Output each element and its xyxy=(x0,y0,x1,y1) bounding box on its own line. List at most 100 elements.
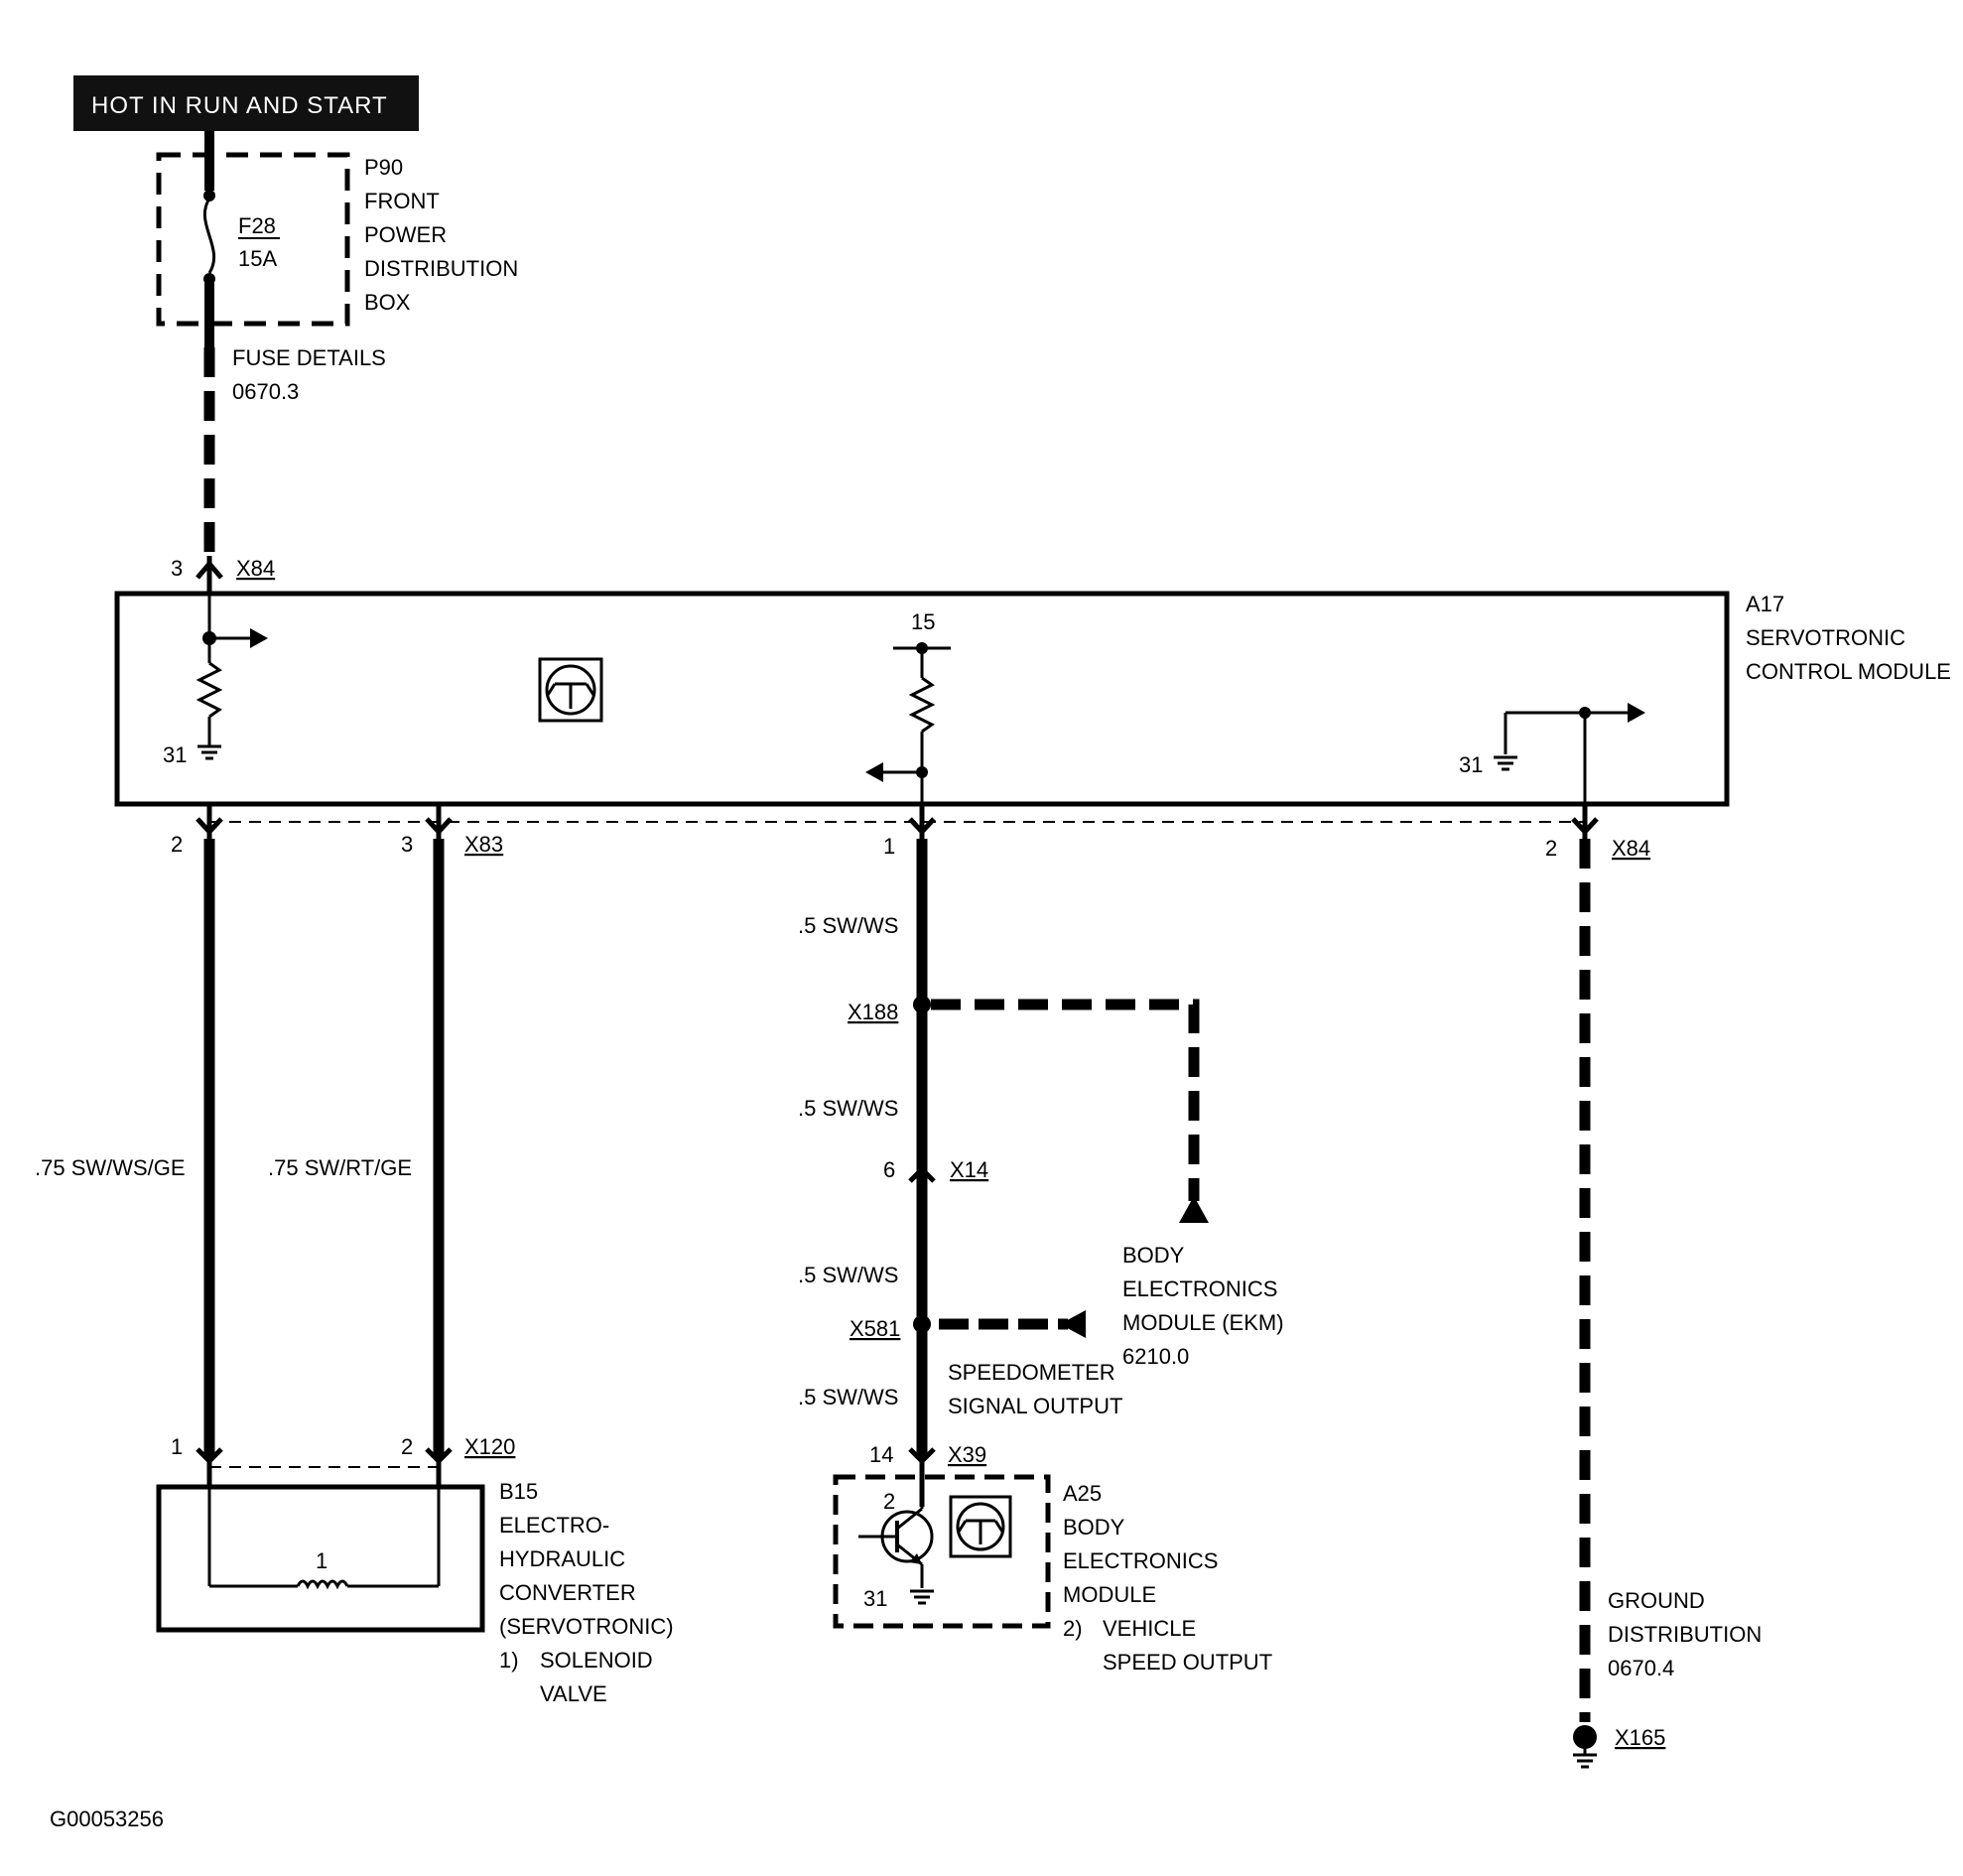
svg-text:BODY: BODY xyxy=(1122,1243,1185,1268)
wire-label-2: .75 SW/RT/GE xyxy=(268,1155,412,1180)
svg-text:HYDRAULIC: HYDRAULIC xyxy=(499,1546,625,1571)
connector-x84-bottom: 1 2 X84 xyxy=(883,804,1650,861)
svg-text:A25: A25 xyxy=(1063,1481,1102,1506)
module-internal-middle: 15 xyxy=(865,609,951,804)
svg-text:1: 1 xyxy=(316,1548,327,1573)
arrow-up-icon xyxy=(1179,1196,1209,1223)
svg-text:ELECTRONICS: ELECTRONICS xyxy=(1063,1548,1218,1573)
svg-text:1: 1 xyxy=(883,834,895,859)
svg-text:BODY: BODY xyxy=(1063,1515,1125,1540)
converter-label: B15 ELECTRO- HYDRAULIC CONVERTER (SERVOT… xyxy=(499,1479,674,1706)
svg-text:BOX: BOX xyxy=(364,290,411,315)
svg-text:X165: X165 xyxy=(1615,1725,1665,1750)
svg-text:15: 15 xyxy=(911,609,935,634)
svg-text:B15: B15 xyxy=(499,1479,538,1504)
connector-x83: 2 3 X83 xyxy=(171,804,503,857)
fuse-symbol xyxy=(202,198,216,274)
svg-text:1): 1) xyxy=(499,1648,519,1673)
fuse-box: F28 15A xyxy=(156,131,350,347)
svg-text:0670.4: 0670.4 xyxy=(1608,1656,1674,1680)
ekm-label: BODY ELECTRONICS MODULE (EKM) 6210.0 xyxy=(1122,1243,1284,1369)
wire-label-5: .5 SW/WS xyxy=(798,1263,898,1287)
svg-text:2: 2 xyxy=(1545,836,1557,861)
body-module-label: A25 BODY ELECTRONICS MODULE 2) VEHICLE S… xyxy=(1063,1481,1272,1675)
svg-text:X120: X120 xyxy=(464,1434,515,1459)
speedometer-label: SPEEDOMETER SIGNAL OUTPUT xyxy=(948,1360,1122,1418)
svg-text:X83: X83 xyxy=(464,832,503,857)
svg-text:3: 3 xyxy=(171,556,183,581)
svg-text:GROUND: GROUND xyxy=(1608,1588,1705,1613)
electro-hydraulic-converter: 1 xyxy=(156,1484,485,1633)
svg-text:VEHICLE: VEHICLE xyxy=(1103,1616,1196,1641)
svg-text:1: 1 xyxy=(171,1434,183,1459)
fuse-details-label: FUSE DETAILS 0670.3 xyxy=(232,345,386,404)
arrow-left-icon xyxy=(1060,1310,1086,1338)
svg-text:SIGNAL OUTPUT: SIGNAL OUTPUT xyxy=(948,1394,1122,1418)
svg-text:VALVE: VALVE xyxy=(540,1681,607,1706)
module-internal-right: 31 xyxy=(1459,703,1645,804)
body-electronics-module: 2 31 xyxy=(833,1474,1051,1629)
coil-icon xyxy=(296,1579,349,1590)
svg-text:CONVERTER: CONVERTER xyxy=(499,1580,636,1605)
svg-text:POWER: POWER xyxy=(364,222,447,247)
fuse-id: F28 xyxy=(238,213,276,238)
svg-text:6: 6 xyxy=(883,1157,895,1182)
connector-x84-top: 3 X84 xyxy=(171,556,275,581)
svg-text:6210.0: 6210.0 xyxy=(1122,1344,1189,1369)
svg-text:0670.3: 0670.3 xyxy=(232,379,299,404)
header-text: HOT IN RUN AND START xyxy=(91,92,388,119)
svg-text:31: 31 xyxy=(1459,752,1483,777)
wire-label-4: .5 SW/WS xyxy=(798,1096,898,1121)
splice-x188: X188 xyxy=(848,996,1209,1223)
svg-text:14: 14 xyxy=(869,1442,893,1467)
control-module-label: A17 SERVOTRONIC CONTROL MODULE xyxy=(1746,592,1951,684)
svg-text:2: 2 xyxy=(171,832,183,857)
svg-text:MODULE (EKM): MODULE (EKM) xyxy=(1122,1310,1284,1335)
svg-text:SPEED OUTPUT: SPEED OUTPUT xyxy=(1103,1650,1272,1675)
fuse-rating: 15A xyxy=(238,246,277,271)
svg-text:ELECTRONICS: ELECTRONICS xyxy=(1122,1276,1277,1301)
svg-text:31: 31 xyxy=(163,742,187,767)
svg-text:X84: X84 xyxy=(1612,836,1650,861)
arrow-right-icon xyxy=(1628,703,1645,723)
svg-text:X84: X84 xyxy=(236,556,275,581)
svg-text:X14: X14 xyxy=(950,1157,988,1182)
connector-x39: 14 X39 xyxy=(869,1442,986,1467)
module-internal-left: 31 xyxy=(163,594,268,767)
wire-label-3: .5 SW/WS xyxy=(798,913,898,938)
svg-text:DISTRIBUTION: DISTRIBUTION xyxy=(364,256,518,281)
svg-text:X39: X39 xyxy=(948,1442,986,1467)
svg-text:MODULE: MODULE xyxy=(1063,1582,1156,1607)
ground-x165: X165 xyxy=(1571,1725,1665,1769)
svg-text:X188: X188 xyxy=(848,1000,898,1024)
figure-code: G00053256 xyxy=(50,1807,164,1831)
svg-text:FRONT: FRONT xyxy=(364,189,440,213)
hot-in-run-and-start-label: HOT IN RUN AND START xyxy=(73,75,419,131)
svg-text:P90: P90 xyxy=(364,155,403,180)
wire-label-6: .5 SW/WS xyxy=(798,1385,898,1409)
arrow-right-icon xyxy=(250,628,268,648)
svg-text:2: 2 xyxy=(883,1489,895,1514)
arrow-left-icon xyxy=(865,762,883,782)
fuse-box-label: P90 FRONT POWER DISTRIBUTION BOX xyxy=(364,155,518,315)
svg-text:SERVOTRONIC: SERVOTRONIC xyxy=(1746,625,1905,650)
svg-text:2: 2 xyxy=(401,1434,413,1459)
svg-text:2): 2) xyxy=(1063,1616,1083,1641)
connector-x120: 1 2 X120 xyxy=(171,1434,515,1487)
module-symbol-icon xyxy=(538,657,603,723)
svg-text:31: 31 xyxy=(863,1586,887,1611)
svg-text:SPEEDOMETER: SPEEDOMETER xyxy=(948,1360,1115,1385)
svg-text:X581: X581 xyxy=(850,1316,900,1341)
svg-text:CONTROL MODULE: CONTROL MODULE xyxy=(1746,659,1951,684)
ground-distribution-label: GROUND DISTRIBUTION 0670.4 xyxy=(1608,1588,1762,1680)
svg-text:ELECTRO-: ELECTRO- xyxy=(499,1513,609,1538)
resistor-icon xyxy=(196,661,223,719)
wire-label-1: .75 SW/WS/GE xyxy=(35,1155,186,1180)
svg-text:(SERVOTRONIC): (SERVOTRONIC) xyxy=(499,1614,674,1639)
svg-text:A17: A17 xyxy=(1746,592,1784,616)
splice-x581: X581 xyxy=(850,1310,1086,1341)
module-symbol-icon xyxy=(949,1495,1012,1558)
svg-text:DISTRIBUTION: DISTRIBUTION xyxy=(1608,1622,1762,1647)
connector-x14: 6 X14 xyxy=(883,1157,988,1183)
svg-text:FUSE DETAILS: FUSE DETAILS xyxy=(232,345,386,370)
